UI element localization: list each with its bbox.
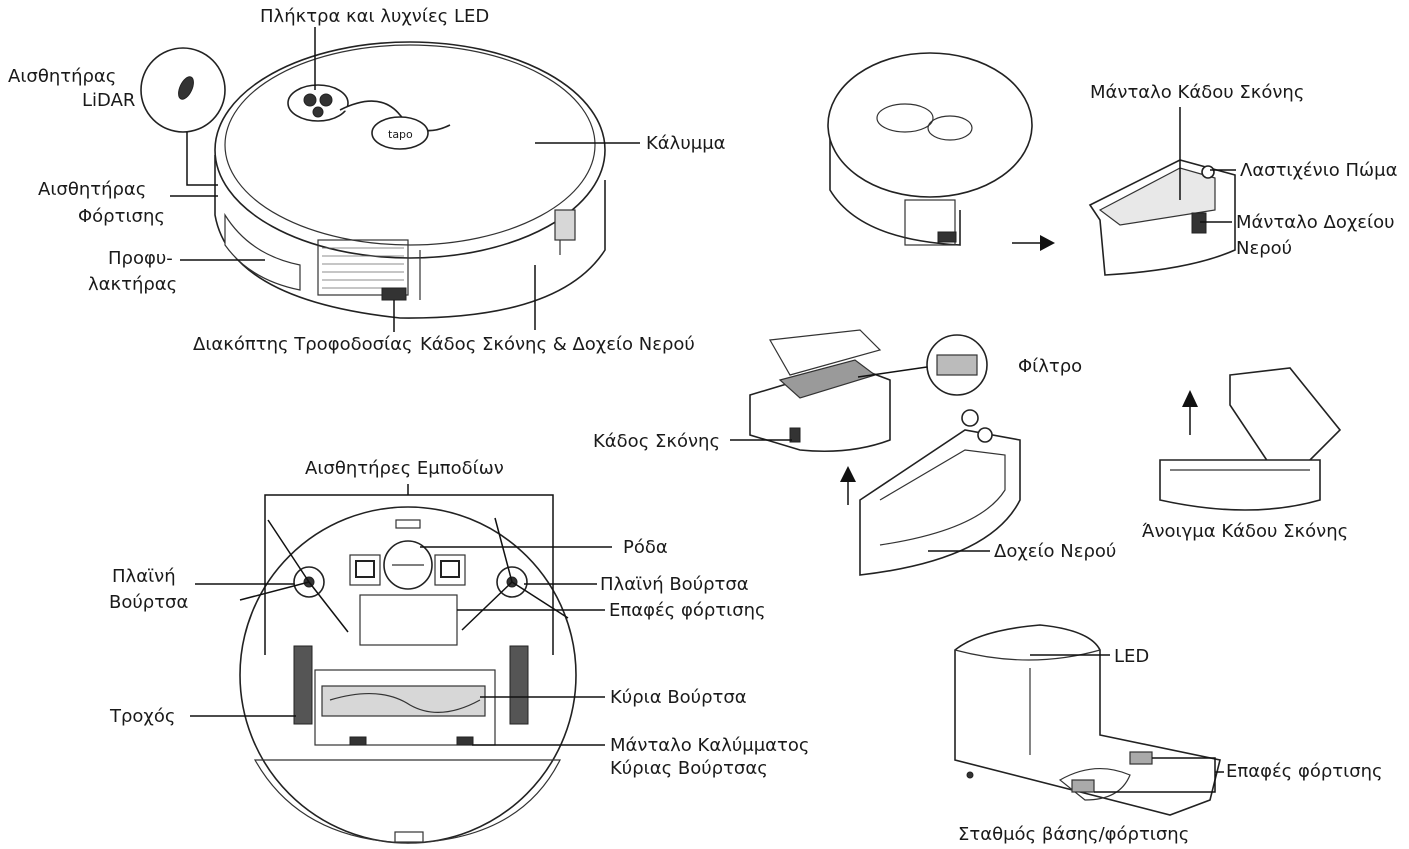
label-dock: Σταθμός βάσης/φόρτισης: [958, 824, 1189, 845]
label-charge-sensor-2: Φόρτισης: [78, 206, 165, 227]
robot-bin-removal: [827, 52, 1236, 276]
label-dust-bin: Κάδος Σκόνης: [593, 431, 720, 452]
label-charge-sensor-1: Αισθητήρας: [38, 179, 146, 200]
wheel-left: [293, 645, 313, 725]
robot-bottom-view: [239, 484, 577, 844]
open-bin-drawing: [1159, 367, 1342, 511]
robot-top-view: tapo: [140, 41, 606, 319]
arrow-up-icon-2: [1182, 390, 1198, 407]
label-side-brush-right: Πλαϊνή Βούρτσα: [600, 574, 749, 595]
label-charge-contacts-bottom: Επαφές φόρτισης: [609, 600, 766, 621]
label-water-tank: Δοχείο Νερού: [994, 541, 1116, 562]
bin-latch-side: [554, 209, 576, 241]
button-panel: tapo: [287, 84, 451, 150]
label-lidar-2: LiDAR: [82, 90, 135, 111]
arrow-up-icon: [840, 466, 856, 482]
label-obstacle-sensors: Αισθητήρες Εμποδίων: [305, 458, 504, 479]
dust-bin-drawing: [730, 329, 988, 505]
label-bumper-2: λακτήρας: [88, 274, 177, 295]
power-switch: [381, 287, 407, 301]
label-brush-cover-latch-2: Κύριας Βούρτσας: [610, 758, 768, 779]
label-power-switch: Διακόπτης Τροφοδοσίας: [193, 334, 413, 355]
label-tank-latch-2: Νερού: [1236, 238, 1292, 259]
label-charge-contacts-dock: Επαφές φόρτισης: [1226, 761, 1383, 782]
side-brush-left: [239, 519, 349, 633]
label-wheel: Τροχός: [109, 706, 175, 727]
label-bin-latch: Μάνταλο Κάδου Σκόνης: [1090, 82, 1304, 103]
label-cover: Κάλυμμα: [646, 133, 726, 154]
label-buttons-leds: Πλήκτρα και λυχνίες LED: [260, 6, 489, 27]
charging-dock: [954, 624, 1224, 816]
leaders-top-right: [1179, 107, 1236, 223]
label-rubber-cap: Λαστιχένιο Πώμα: [1240, 160, 1397, 181]
label-tank-latch-1: Μάνταλο Δοχείου: [1236, 212, 1395, 233]
label-side-brush-left-1: Πλαϊνή: [112, 566, 176, 587]
water-tank-drawing: [859, 409, 1021, 576]
label-side-brush-left-2: Βούρτσα: [109, 592, 188, 613]
robot-cover: [214, 41, 606, 259]
vent-grille: [317, 239, 409, 296]
arrow-right-icon: [1040, 235, 1055, 251]
label-caster: Ρόδα: [623, 537, 668, 558]
label-filter: Φίλτρο: [1018, 356, 1082, 377]
logo: tapo: [388, 128, 413, 141]
label-lidar-1: Αισθητήρας: [8, 66, 116, 87]
label-bumper-1: Προφυ-: [108, 248, 173, 269]
leaders-bottom-left: [190, 546, 612, 746]
label-bin-tank: Κάδος Σκόνης & Δοχείο Νερού: [420, 334, 695, 355]
side-brush-right: [461, 517, 569, 631]
leaders-top-left: [170, 27, 640, 332]
label-open-bin: Άνοιγμα Κάδου Σκόνης: [1142, 521, 1348, 542]
wheel-right: [509, 645, 529, 725]
label-brush-cover-latch-1: Μάνταλο Καλύμματος: [610, 735, 809, 756]
label-led: LED: [1114, 646, 1149, 667]
label-main-brush: Κύρια Βούρτσα: [610, 687, 747, 708]
